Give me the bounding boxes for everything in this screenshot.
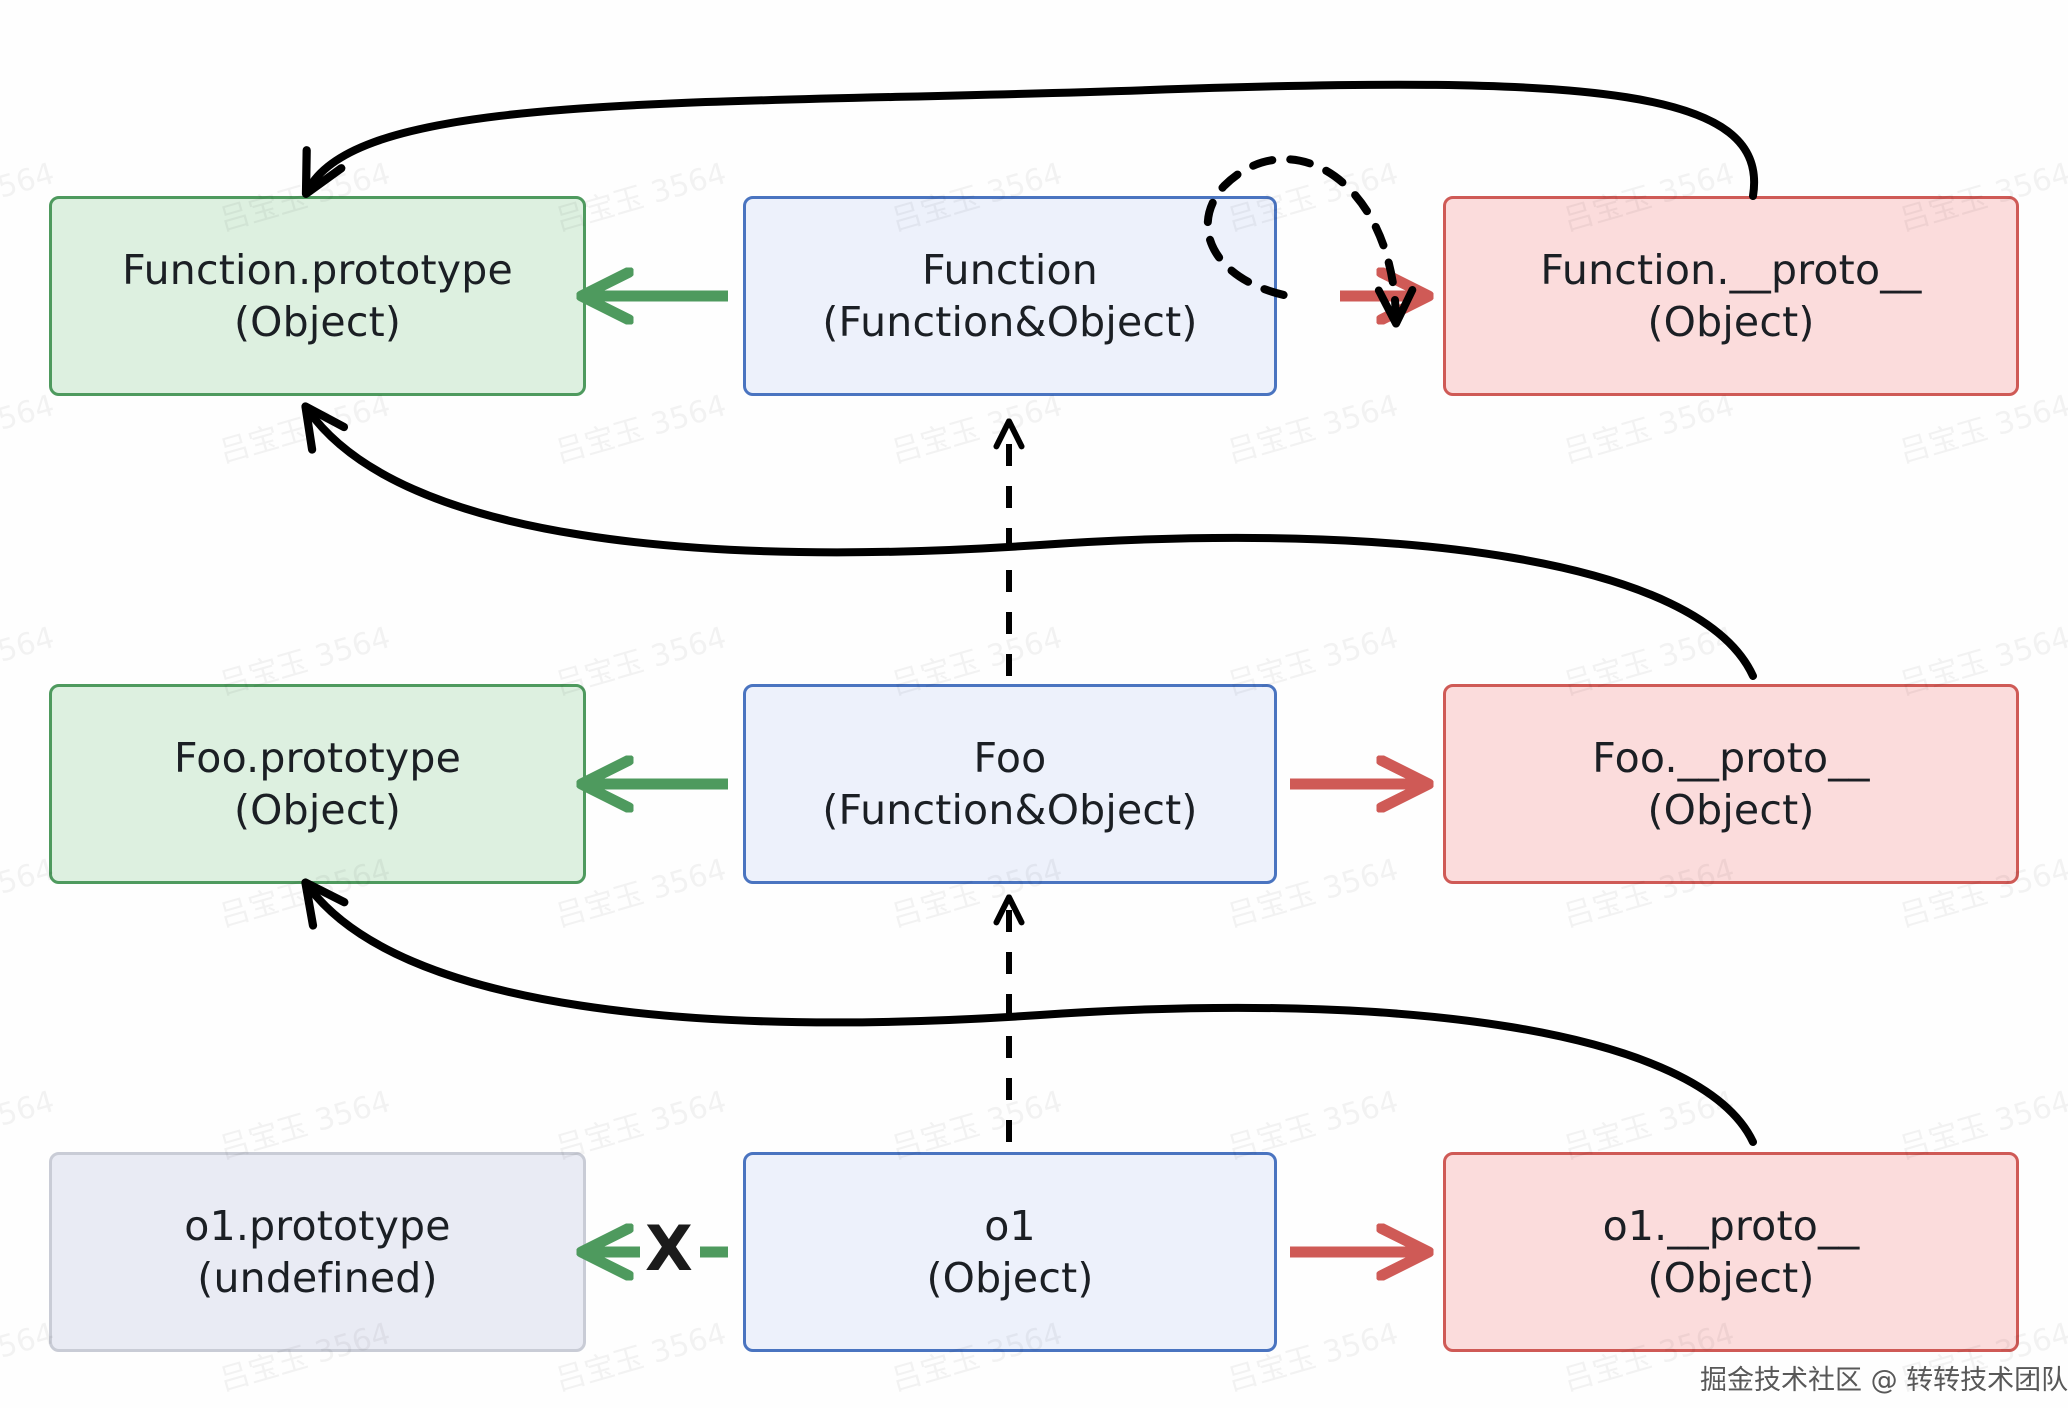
watermark-tile: 吕宝玉 3564 xyxy=(0,0,59,7)
node-label-line1: Function xyxy=(922,245,1098,294)
watermark-tile: 吕宝玉 3564 xyxy=(885,0,1067,7)
node-label-line2: (Object) xyxy=(1647,786,1815,834)
watermark-tile: 吕宝玉 3564 xyxy=(213,0,395,7)
node-label-line1: Foo.prototype xyxy=(173,733,462,782)
watermark-tile: 吕宝玉 3564 xyxy=(0,381,59,472)
node-label-line1: o1.__proto__ xyxy=(1602,1201,1860,1250)
node-label-line2: (Object) xyxy=(926,1254,1094,1302)
watermark-tile: 吕宝玉 3564 xyxy=(1893,0,2068,7)
watermark-tile: 吕宝玉 3564 xyxy=(549,0,731,7)
node-label-line2: (undefined) xyxy=(197,1254,438,1302)
node-label-line2: (Function&Object) xyxy=(822,786,1198,834)
node-function-prototype[interactable]: Function.prototype (Object) xyxy=(49,196,586,396)
node-foo[interactable]: Foo (Function&Object) xyxy=(743,684,1277,884)
edge-foo-proto-to-function-prototype xyxy=(301,402,1757,680)
node-label-line1: Function.__proto__ xyxy=(1540,245,1922,294)
node-label-line1: Foo xyxy=(973,733,1047,782)
watermark-tile: 吕宝玉 3564 xyxy=(0,1077,59,1168)
node-label-line1: Function.prototype xyxy=(122,245,513,294)
node-label-line2: (Object) xyxy=(1647,298,1815,346)
node-label-line2: (Object) xyxy=(1647,1254,1815,1302)
watermark-tile: 吕宝玉 3564 xyxy=(1557,0,1739,7)
node-label-line2: (Function&Object) xyxy=(822,298,1198,346)
node-label-line1: o1 xyxy=(984,1201,1036,1250)
node-label-line1: Foo.__proto__ xyxy=(1592,733,1870,782)
watermark-tile: 吕宝玉 3564 xyxy=(1221,0,1403,7)
edge-o1-proto-to-foo-prototype xyxy=(301,878,1757,1146)
credit-watermark: 掘金技术社区 @ 转转技术团队 xyxy=(1700,1365,2068,1396)
node-o1-prototype[interactable]: o1.prototype (undefined) xyxy=(49,1152,586,1352)
node-foo-proto[interactable]: Foo.__proto__ (Object) xyxy=(1443,684,2019,884)
broken-link-x-icon: X xyxy=(645,1212,693,1285)
node-label-line2: (Object) xyxy=(233,786,402,834)
edge-function-proto-to-function-prototype xyxy=(301,80,1759,200)
node-o1[interactable]: o1 (Object) xyxy=(743,1152,1277,1352)
node-label-line2: (Object) xyxy=(233,298,402,346)
node-o1-proto[interactable]: o1.__proto__ (Object) xyxy=(1443,1152,2019,1352)
node-function[interactable]: Function (Function&Object) xyxy=(743,196,1277,396)
node-foo-prototype[interactable]: Foo.prototype (Object) xyxy=(49,684,586,884)
node-label-line1: o1.prototype xyxy=(184,1201,451,1250)
node-function-proto[interactable]: Function.__proto__ (Object) xyxy=(1443,196,2019,396)
